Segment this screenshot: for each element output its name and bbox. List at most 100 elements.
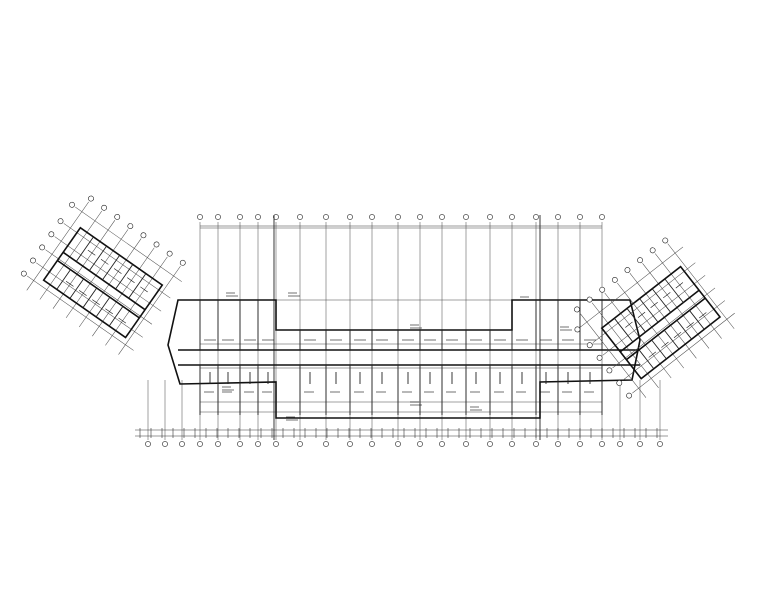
partition-wall xyxy=(626,308,646,333)
grid-bubble xyxy=(297,214,303,220)
grid-bubble xyxy=(599,214,605,220)
grid-line xyxy=(667,243,735,329)
grid-line xyxy=(579,312,647,398)
grid-bubble xyxy=(626,392,633,399)
partition-wall xyxy=(88,245,107,271)
grid-bubble xyxy=(586,296,593,303)
corridor-wall xyxy=(625,297,706,361)
grid-line xyxy=(39,210,103,300)
grid-bubble xyxy=(599,286,606,293)
grid-bubble xyxy=(20,270,27,277)
beam-annotation xyxy=(87,249,96,256)
partition-wall xyxy=(102,255,121,281)
grid-line xyxy=(45,249,153,325)
grid-bubble xyxy=(215,214,221,220)
grid-bubble xyxy=(166,250,173,257)
grid-bubble xyxy=(255,441,261,447)
grid-line xyxy=(617,282,684,369)
partition-wall xyxy=(95,296,111,318)
grid-bubble xyxy=(439,214,445,220)
beam-annotation xyxy=(661,341,669,348)
grid-bubble xyxy=(179,259,186,266)
grid-bubble xyxy=(101,204,108,211)
grid-bubble xyxy=(237,214,243,220)
grid-bubble xyxy=(48,231,55,238)
partition-wall xyxy=(69,278,84,299)
grid-line xyxy=(612,287,716,369)
grid-bubble xyxy=(487,214,493,220)
partition-wall xyxy=(689,310,705,330)
beam-annotation xyxy=(118,317,127,324)
grid-bubble xyxy=(323,214,329,220)
grid-bubble xyxy=(347,214,353,220)
grid-bubble xyxy=(369,441,375,447)
grid-bubble xyxy=(179,441,185,447)
partition-wall xyxy=(75,236,94,262)
beam-annotation xyxy=(637,311,646,318)
grid-bubble xyxy=(162,441,168,447)
grid-bubble xyxy=(599,441,605,447)
grid-bubble xyxy=(509,441,515,447)
grid-bubble xyxy=(463,214,469,220)
beam-annotation xyxy=(650,302,658,309)
grid-bubble xyxy=(255,214,261,220)
grid-bubble xyxy=(197,441,203,447)
grid-bubble xyxy=(509,214,515,220)
grid-line xyxy=(642,263,710,349)
grid-bubble xyxy=(395,441,401,447)
beam-annotation xyxy=(699,312,707,319)
wing-outline xyxy=(42,226,164,339)
wing-outline xyxy=(600,265,722,380)
central-wing xyxy=(135,214,668,447)
grid-bubble xyxy=(273,441,279,447)
grid-bubble xyxy=(417,441,423,447)
grid-bubble xyxy=(215,441,221,447)
beam-annotation xyxy=(65,280,74,287)
grid-bubble xyxy=(347,441,353,447)
grid-bubble xyxy=(586,342,593,349)
grid-bubble xyxy=(145,441,151,447)
partition-wall xyxy=(108,306,124,327)
partition-wall xyxy=(676,319,692,340)
partition-wall xyxy=(664,278,684,303)
grid-line xyxy=(36,262,143,338)
grid-bubble xyxy=(88,195,94,202)
grid-line xyxy=(26,275,134,351)
partition-wall xyxy=(56,269,71,290)
grid-bubble xyxy=(617,441,623,447)
beam-annotation xyxy=(675,282,684,289)
grid-bubble xyxy=(533,441,539,447)
beam-annotation xyxy=(648,351,657,358)
grid-line xyxy=(602,275,706,356)
grid-bubble xyxy=(662,237,669,244)
grid-bubble xyxy=(574,326,581,333)
beam-annotation xyxy=(663,292,671,299)
beam-annotation xyxy=(92,299,100,305)
grid-bubble xyxy=(197,214,203,220)
grid-bubble xyxy=(574,306,580,313)
beam-annotation xyxy=(79,290,87,296)
wing-frame xyxy=(574,237,735,399)
grid-bubble xyxy=(577,214,583,220)
grid-bubble xyxy=(606,367,613,374)
grid-bubble xyxy=(637,257,643,264)
partition-wall xyxy=(663,329,680,350)
grid-bubble xyxy=(57,218,64,225)
grid-bubble xyxy=(30,257,36,264)
corridor-wall xyxy=(56,259,140,319)
beam-annotation xyxy=(625,321,633,328)
partition-wall xyxy=(614,318,634,343)
grid-bubble xyxy=(273,214,279,220)
grid-line xyxy=(592,262,696,343)
grid-bubble xyxy=(649,247,656,254)
grid-bubble xyxy=(439,441,445,447)
grid-line xyxy=(622,300,726,381)
right-angled-wing xyxy=(574,237,735,399)
grid-bubble xyxy=(577,441,583,447)
beam-annotation xyxy=(113,268,122,274)
corridor-wall xyxy=(619,289,700,353)
grid-line xyxy=(629,273,697,359)
grid-bubble xyxy=(596,354,603,361)
grid-bubble xyxy=(417,214,423,220)
